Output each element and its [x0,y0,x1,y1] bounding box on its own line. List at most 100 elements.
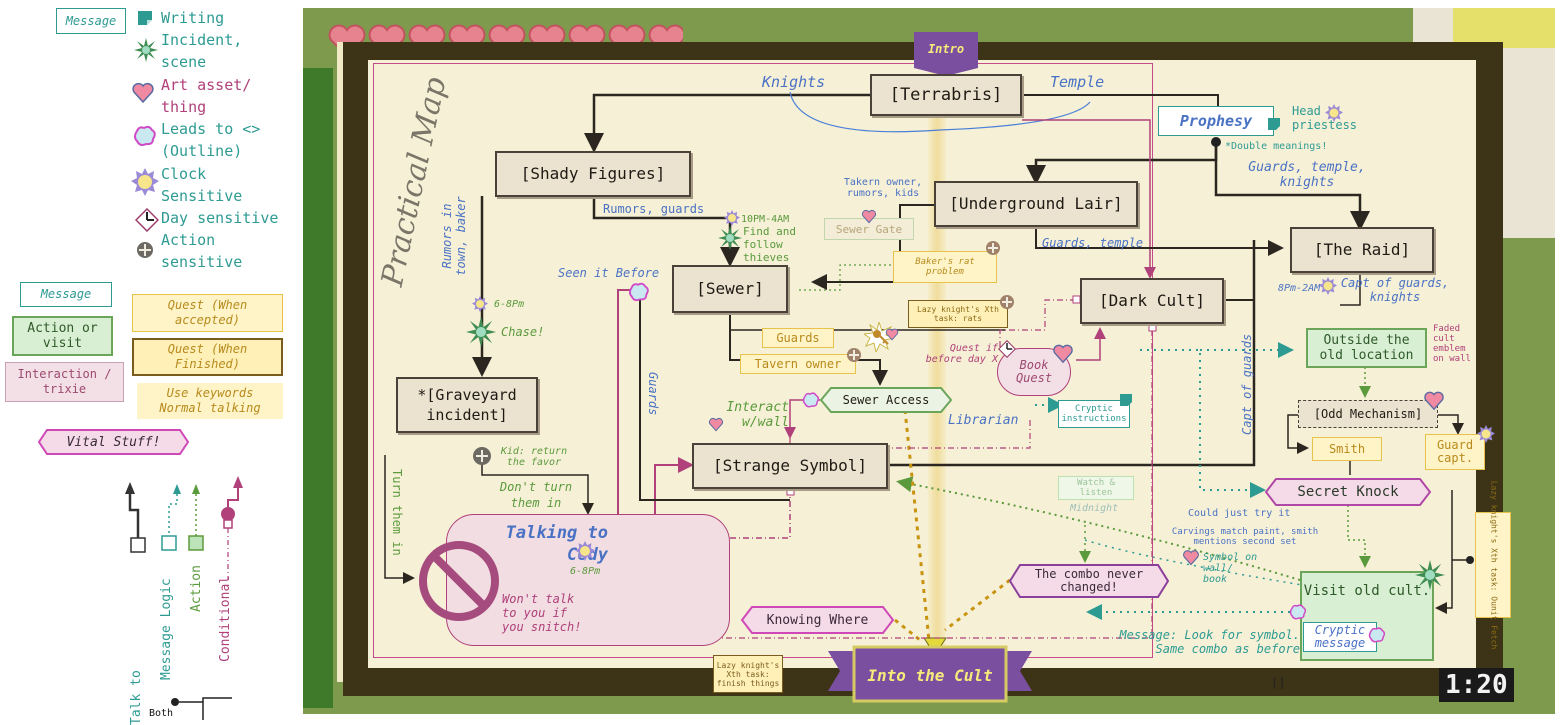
legend-keywords: Use keywords Normal talking [137,383,283,419]
day-sensitive-icon [134,207,160,233]
find-follow-incident-icon [718,226,742,250]
clock-icon [131,168,159,196]
prophesy-writing-icon [1267,116,1281,130]
lazy-rats-action-icon [999,294,1015,310]
label-could-try: Could just try it [1188,508,1291,519]
secret-knock-shape [1264,477,1432,507]
node-terrabris[interactable]: [Terrabris] [870,74,1022,116]
guard-capt-clock-icon [1477,425,1495,443]
legend-quest-finished: Quest (When Finished) [132,338,283,376]
node-bakers-rat-problem[interactable]: Baker's rat problem [893,251,997,283]
label-guards-temple: Guards, temple [1042,236,1144,250]
node-sewer-access[interactable]: Sewer Access [842,392,930,407]
bracket-glyph: [] [1271,676,1286,690]
node-cryptic-message[interactable]: Cryptic message [1303,622,1377,652]
node-lazy-knight-rats[interactable]: Lazy knight's Xth task: rats [908,300,1008,328]
node-strange-symbol[interactable]: [Strange Symbol] [692,443,888,489]
label-look-symbol: Message: Look for symbol. Same combo as … [1119,628,1300,656]
sewer-access-leads-icon [802,391,820,409]
legend-thing-label: thing [161,98,207,116]
label-guards-vertical: Guards [646,372,660,416]
intro-banner[interactable] [914,32,978,76]
label-rumors-town: Rumors in town, baker [440,196,468,276]
label-librarian: Librarian [948,413,1019,428]
label-chase: Chase! [501,325,545,339]
node-secret-knock[interactable]: Secret Knock [1297,483,1399,500]
label-symbol-on-wall: Symbol on wall/ book [1203,552,1258,585]
label-cody-time: 6-8Pm [570,566,601,577]
label-knights: Knights [762,73,826,91]
incident-icon [134,38,158,62]
node-knowing-where[interactable]: Knowing Where [766,612,869,628]
node-the-raid[interactable]: [The Raid] [1290,227,1434,273]
node-sewer[interactable]: [Sewer] [672,265,788,313]
node-outside-old-location[interactable]: Outside the old location [1306,328,1427,368]
node-underground-lair[interactable]: [Underground Lair] [934,181,1138,227]
house-trim [1453,8,1555,48]
node-dark-cult[interactable]: [Dark Cult] [1080,278,1224,324]
node-shady-figures[interactable]: [Shady Figures] [495,151,691,197]
symbol-heart-icon [1182,548,1200,566]
bakers-action-icon [985,240,1001,256]
clock-display: 1:20 [1439,668,1514,702]
label-guards-temple-knights: Guards, temple, knights [1248,160,1366,190]
node-lazy-knight-ounce[interactable]: Lazy knight's Xth task: Ounit Fetch [1475,481,1511,649]
node-cryptic-instructions[interactable]: Cryptic instructions [1058,400,1130,428]
legend-vital: Vital Stuff! [66,434,161,450]
node-guards[interactable]: Guards [762,328,834,348]
label-temple: Temple [1050,73,1105,91]
odd-mechanism-heart-icon [1423,389,1445,411]
node-tavern-owner[interactable]: Tavern owner [740,354,856,374]
label-into-cult: Into the Cult [867,666,993,685]
legend-message-box-2: Message [20,282,112,307]
action-sensitive-icon [136,241,154,259]
node-odd-mechanism[interactable]: [Odd Mechanism] [1298,400,1438,428]
node-prophesy[interactable]: Prophesy [1158,106,1274,136]
label-seen-before: Seen it Before [558,266,660,280]
cryptic-leads-icon [1368,626,1386,644]
legend-sensitive2-label: sensitive [161,253,243,271]
node-guard-capt[interactable]: Guard capt. [1425,434,1485,470]
legend-clock-label: Clock [161,165,207,183]
cryptic-instr-writing-icon [1119,392,1133,406]
label-head-priestess: Head priestess [1292,104,1358,132]
map-board-shade [337,42,343,682]
chase-incident-icon [466,317,496,347]
node-graveyard-incident[interactable]: *[Graveyard incident] [396,377,538,433]
sewer-gate-heart-icon [861,208,877,224]
legend-message-box: Message [56,8,126,34]
legend-day-label: Day sensitive [161,209,279,227]
label-double-meanings: *Double meanings! [1225,141,1328,152]
legend-writing-label: Writing [161,9,225,27]
combo-shape [1008,563,1170,599]
legend-outline-label: (Outline) [161,142,243,160]
label-kid-return: Kid: return the favor [500,446,568,468]
book-quest-day-icon [997,339,1017,359]
knowing-where-shape [740,605,895,635]
legend-sensitive1-label: Sensitive [161,187,243,205]
sewer-access-shape [819,386,953,414]
cody-clock-icon [575,541,595,561]
label-interact-wall: Interact w/wall [726,400,789,430]
legend-both: Both [149,708,174,719]
label-capt-guards: Capt of guards, knights [1340,276,1450,304]
label-faded-emblem: Faded cult emblem on wall [1433,324,1471,364]
node-smith[interactable]: Smith [1312,437,1382,461]
legend-quest-accepted: Quest (When accepted) [132,294,283,332]
label-find-follow: Find and follow thieves [743,225,796,264]
label-turn-in: Turn them in [390,469,404,556]
tavern-action-icon [846,347,862,363]
label-rumors-guards: Rumors, guards [603,202,705,216]
graveyard-action-icon [472,446,492,466]
node-lazy-knight-finish[interactable]: Lazy knight's Xth task: finish things [713,655,783,693]
writing-icon [137,10,153,26]
into-cult-banner[interactable] [828,645,1032,705]
line-legend-graphic [125,476,243,580]
node-combo-never-changed[interactable]: The combo never changed! [1034,567,1144,594]
label-raid-time: 8Pm-2AM [1278,283,1321,294]
graveyard-clock-icon [472,296,488,312]
node-watch-listen[interactable]: Watch & listen [1058,476,1134,500]
legend-vital-shape [37,428,190,456]
key-heart-icon [885,326,899,341]
